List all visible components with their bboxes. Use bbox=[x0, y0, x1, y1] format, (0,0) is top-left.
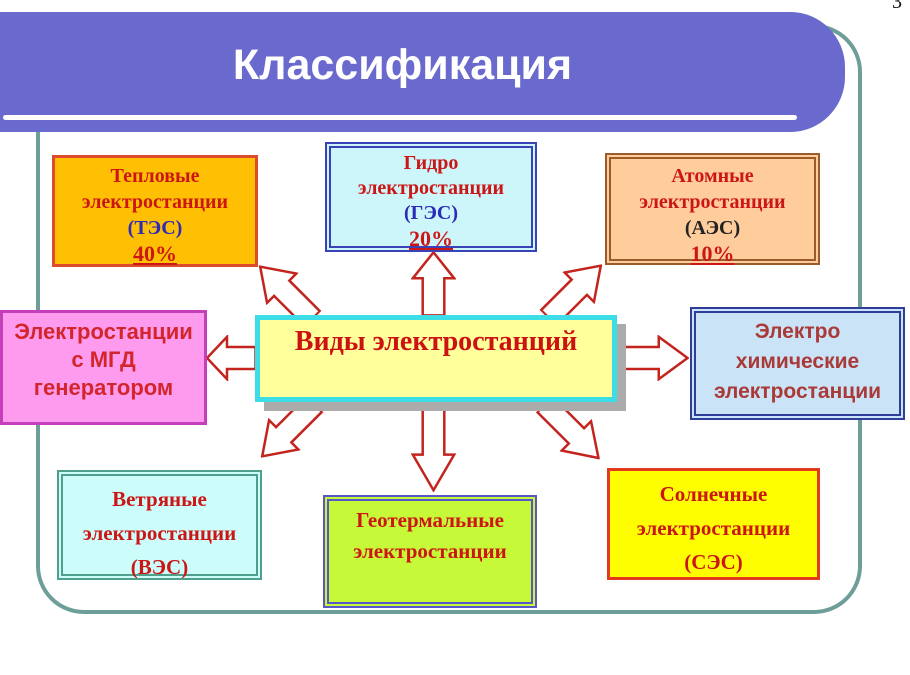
node-line: Гидро bbox=[403, 152, 459, 174]
node-thermal: Тепловые электростанции (ТЭС) 40% bbox=[52, 155, 258, 267]
arrow-down-icon bbox=[411, 403, 456, 492]
node-line: Ветряные bbox=[112, 487, 207, 511]
arrow-left-icon bbox=[206, 335, 256, 381]
node-nuclear: Атомные электростанции (АЭС) 10% bbox=[605, 153, 820, 266]
node-line: электростанции bbox=[713, 380, 882, 403]
node-center: Виды электростанций bbox=[255, 315, 617, 402]
node-line: (ГЭС) bbox=[403, 202, 459, 224]
slide-title: Классификация bbox=[232, 40, 573, 89]
arrow-down-right-icon bbox=[529, 388, 616, 475]
node-percent: 10% bbox=[690, 241, 735, 266]
node-hydro: Гидро электростанции (ГЭС) 20% bbox=[325, 142, 537, 252]
node-percent: 20% bbox=[409, 226, 453, 251]
arrow-up-icon bbox=[411, 251, 456, 316]
node-line: (ТЭС) bbox=[127, 217, 183, 239]
node-line: с МГД bbox=[71, 347, 136, 372]
node-line: электростанции bbox=[81, 191, 229, 213]
node-center-label: Виды электростанций bbox=[294, 326, 578, 357]
node-line: Электро bbox=[754, 320, 841, 343]
title-underline bbox=[3, 115, 797, 120]
node-line: химические bbox=[735, 350, 860, 373]
node-line: электростанции bbox=[636, 516, 791, 540]
node-geothermal: Геотермальные электростанции bbox=[323, 495, 537, 608]
page-number: 3 bbox=[892, 0, 902, 13]
node-line: Электростанции bbox=[14, 319, 193, 344]
node-line: электростанции bbox=[639, 191, 786, 213]
node-electrochemical: Электро химические электростанции bbox=[690, 307, 905, 420]
node-line: генератором bbox=[33, 375, 174, 400]
node-line: электростанции bbox=[357, 177, 505, 199]
title-bar: Классификация bbox=[0, 12, 845, 132]
node-line: (СЭС) bbox=[684, 550, 743, 574]
node-line: Атомные bbox=[671, 165, 754, 187]
arrow-up-left-icon bbox=[243, 250, 329, 336]
node-line: электростанции bbox=[82, 521, 237, 545]
node-wind: Ветряные электростанции (ВЭС) bbox=[57, 470, 262, 580]
node-percent: 40% bbox=[133, 241, 177, 266]
node-line: электростанции bbox=[353, 539, 507, 563]
node-mhd: Электростанции с МГД генератором bbox=[0, 310, 207, 425]
node-line: Геотермальные bbox=[356, 508, 504, 532]
node-line: Солнечные bbox=[659, 482, 768, 506]
arrow-right-icon bbox=[617, 335, 689, 381]
node-line: Тепловые bbox=[110, 165, 200, 187]
node-line: (ВЭС) bbox=[130, 555, 189, 579]
node-solar: Солнечные электростанции (СЭС) bbox=[607, 468, 820, 580]
node-line: (АЭС) bbox=[684, 217, 741, 239]
